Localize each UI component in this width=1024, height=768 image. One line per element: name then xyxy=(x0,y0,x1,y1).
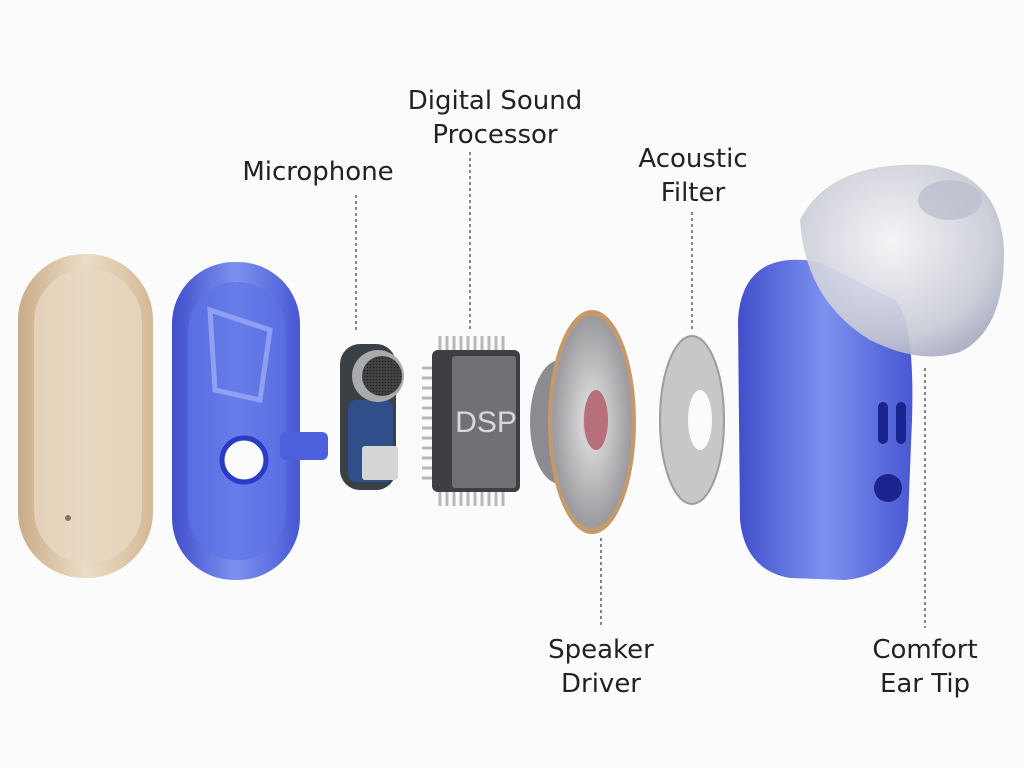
dsp-chip: DSP xyxy=(422,336,520,506)
speaker-driver xyxy=(530,310,636,534)
label-speaker-driver: Speaker Driver xyxy=(548,633,654,701)
chip-pins xyxy=(422,336,505,506)
label-text: Ear Tip xyxy=(879,669,971,699)
label-microphone: Microphone xyxy=(242,155,393,189)
microphone-module xyxy=(340,344,404,490)
label-text: Microphone xyxy=(242,157,394,187)
outer-shell xyxy=(18,254,153,578)
label-text: Filter xyxy=(660,178,726,208)
label-comfort-ear-tip: Comfort Ear Tip xyxy=(872,633,977,701)
chip-marking: DSP xyxy=(455,406,517,439)
blue-housing xyxy=(738,259,913,580)
label-text: Speaker xyxy=(548,635,654,665)
label-text: Comfort xyxy=(872,635,978,665)
label-text: Driver xyxy=(560,669,642,699)
label-digital-sound-processor: Digital Sound Processor xyxy=(408,84,582,152)
leader-lines xyxy=(355,152,926,628)
label-acoustic-filter: Acoustic Filter xyxy=(638,142,747,210)
blue-frame xyxy=(172,262,328,580)
comfort-ear-tip xyxy=(800,164,1005,357)
acoustic-filter xyxy=(659,335,725,505)
label-text: Acoustic xyxy=(638,144,748,174)
label-text: Processor xyxy=(432,120,558,150)
label-text: Digital Sound xyxy=(407,86,583,116)
